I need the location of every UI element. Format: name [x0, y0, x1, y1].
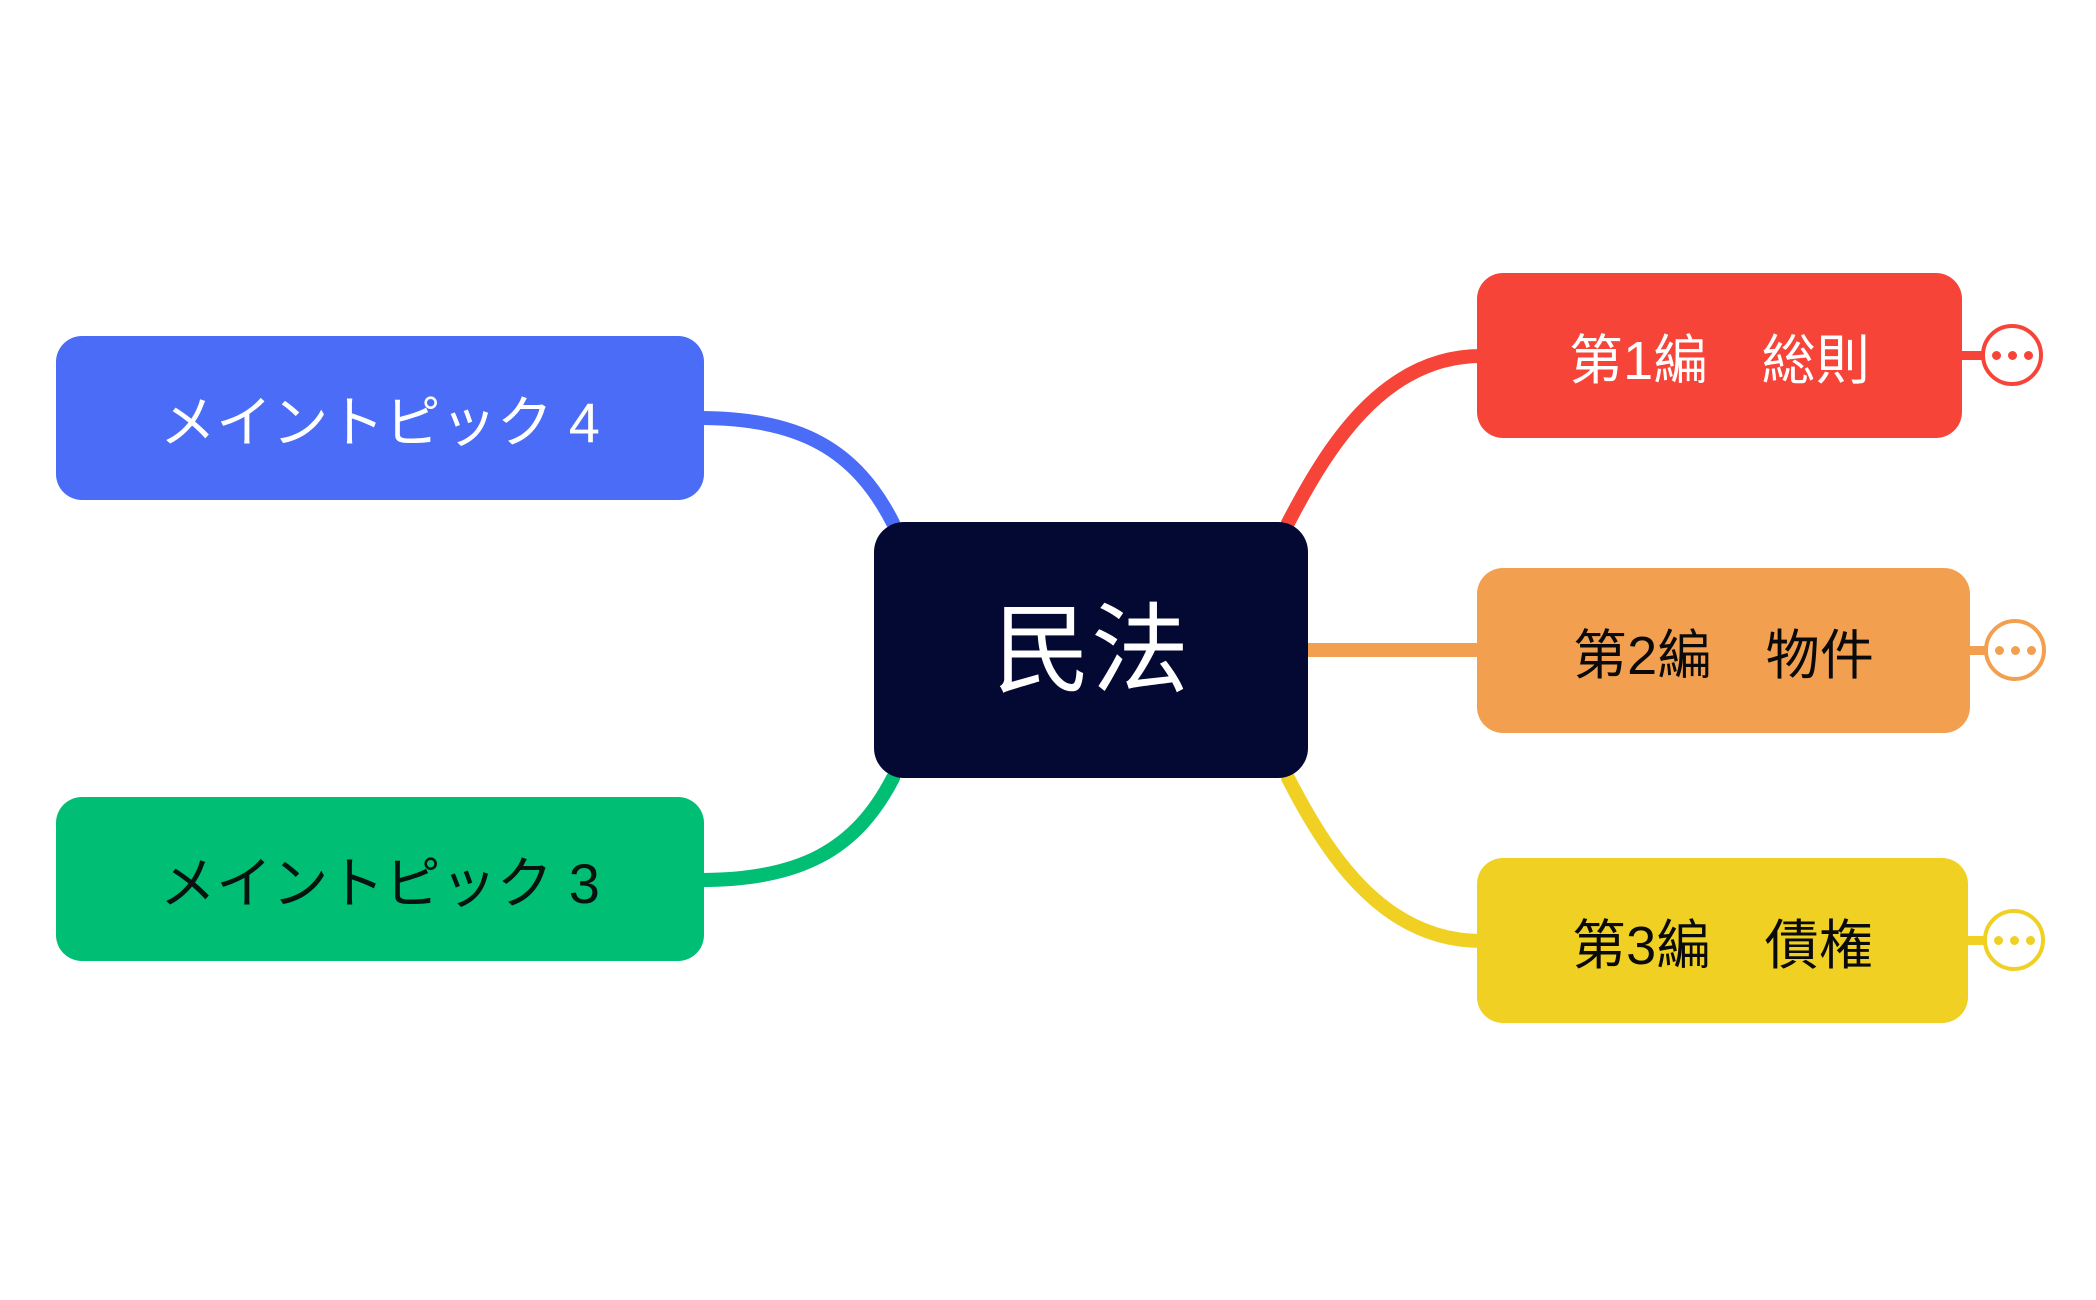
connector-part1 — [1281, 349, 1488, 530]
connector-topic4 — [693, 411, 900, 530]
node-part2-label: 第2編 物件 — [1573, 626, 1874, 686]
node-root-label: 民法 — [992, 595, 1190, 705]
node-part3-label: 第3編 債権 — [1572, 916, 1873, 976]
node-part2[interactable]: 第2編 物件 — [1477, 568, 1970, 733]
ellipsis-icon-dot — [2025, 935, 2035, 945]
expand-button-part3[interactable] — [1983, 909, 2045, 971]
expand-button-part2[interactable] — [1984, 619, 2046, 681]
node-part3[interactable]: 第3編 債権 — [1477, 858, 1968, 1023]
node-topic4-label: メイントピック 4 — [159, 390, 601, 454]
ellipsis-icon-dot — [2009, 935, 2019, 945]
expander-stub-part2 — [1966, 646, 1988, 655]
node-topic3[interactable]: メイントピック 3 — [56, 797, 704, 961]
ellipsis-icon-dot — [2023, 350, 2033, 360]
node-part1-label: 第1編 総則 — [1569, 331, 1870, 391]
node-part1[interactable]: 第1編 総則 — [1477, 273, 1962, 438]
ellipsis-icon-dot — [1994, 645, 2004, 655]
ellipsis-icon-dot — [1993, 935, 2003, 945]
ellipsis-icon-dot — [2026, 645, 2036, 655]
expand-button-part1[interactable] — [1981, 324, 2043, 386]
ellipsis-icon-dot — [2010, 645, 2020, 655]
expander-stub-part1 — [1962, 351, 1984, 360]
expander-stub-part3 — [1964, 936, 1986, 945]
ellipsis-icon-dot — [2007, 350, 2017, 360]
node-topic4[interactable]: メイントピック 4 — [56, 336, 704, 500]
ellipsis-icon-dot — [1991, 350, 2001, 360]
node-root[interactable]: 民法 — [874, 522, 1308, 778]
node-topic3-label: メイントピック 3 — [159, 851, 601, 915]
connector-topic3 — [693, 771, 900, 887]
connector-part3 — [1281, 771, 1488, 948]
